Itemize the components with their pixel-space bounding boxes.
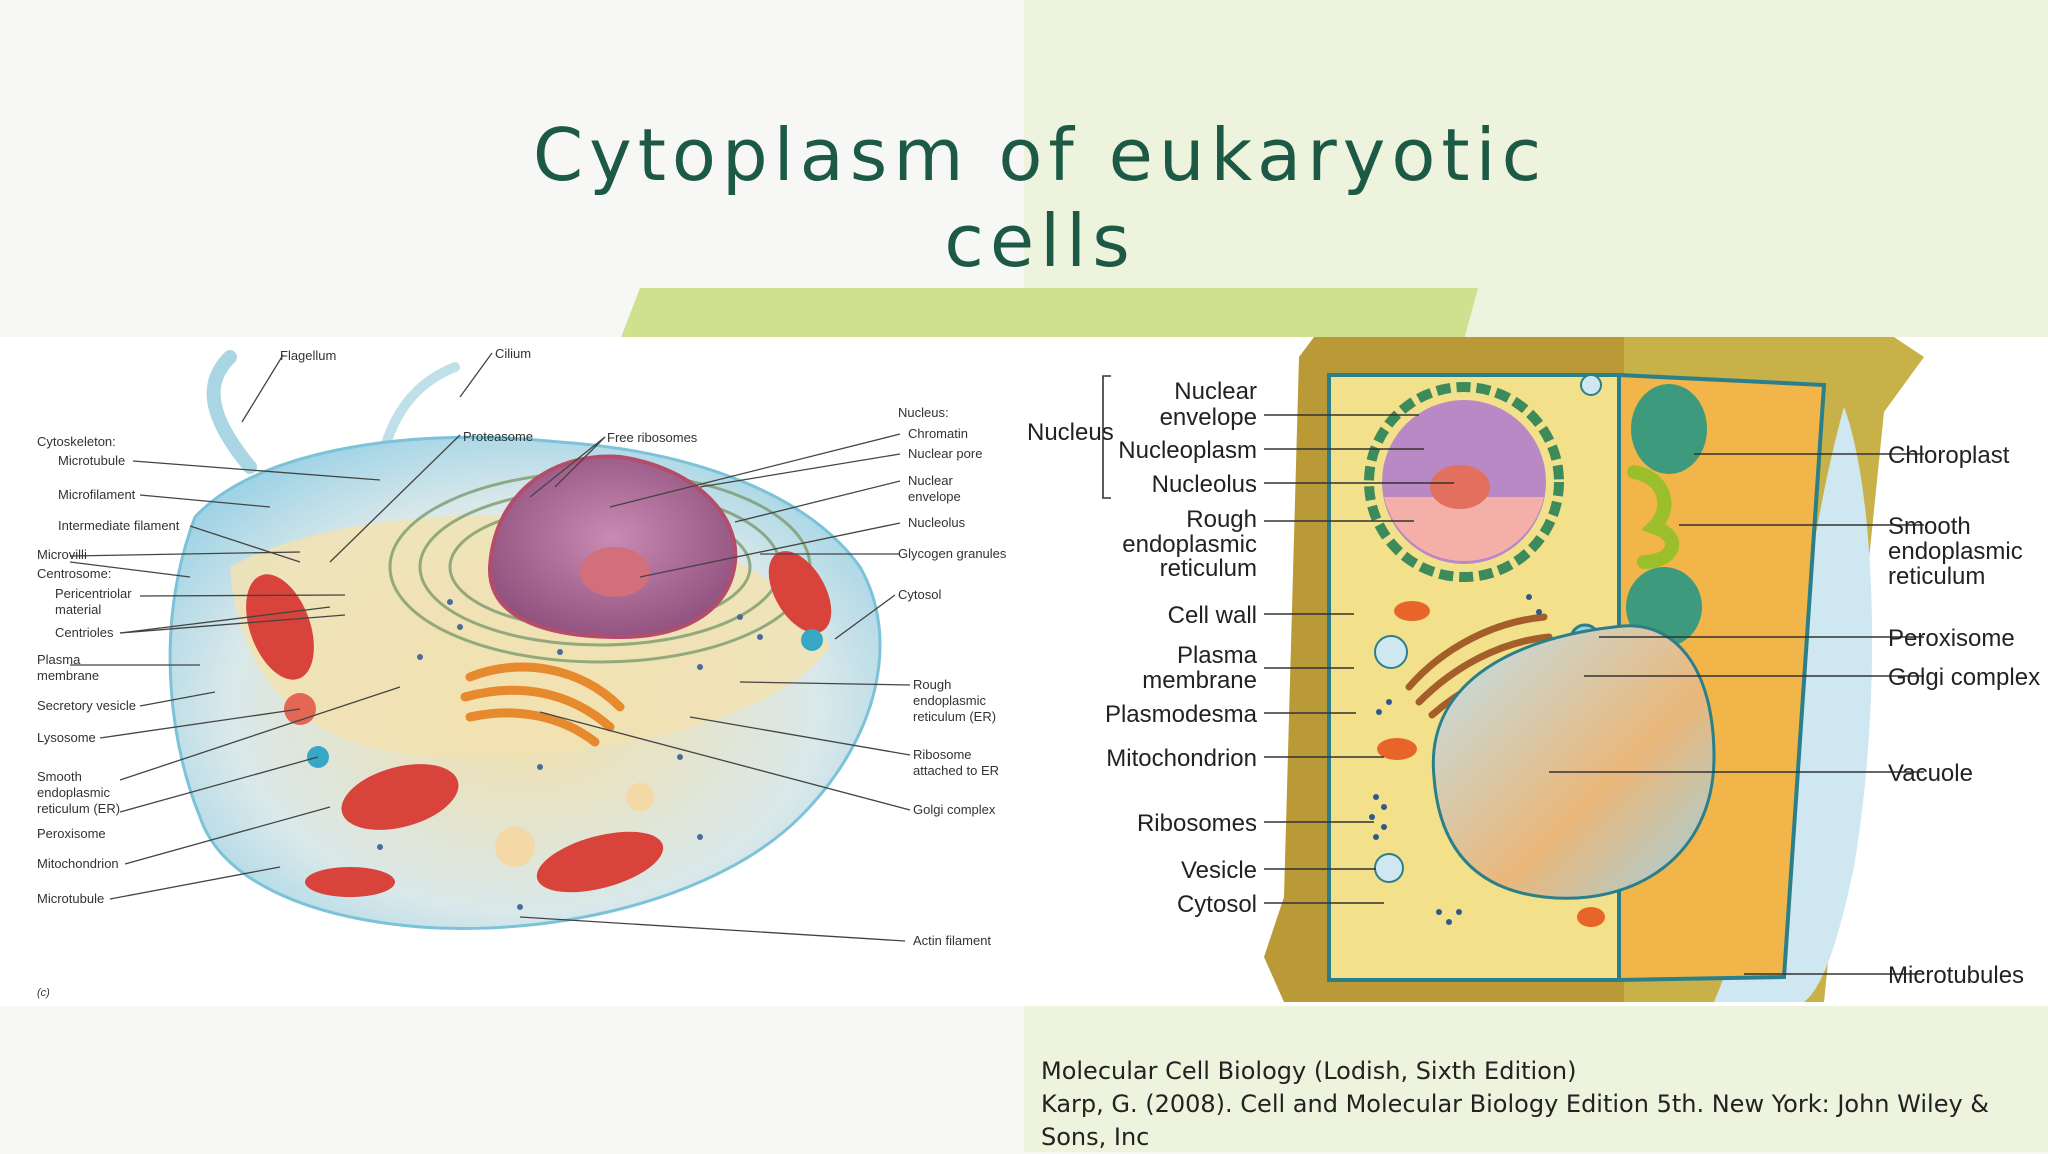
- plant-label-golgi-complex: Golgi complex: [1888, 664, 2040, 691]
- animal-nucleus-shape: [487, 454, 738, 640]
- plant-mito-shape-2: [1377, 738, 1417, 760]
- citation-line-2: Karp, G. (2008). Cell and Molecular Biol…: [1041, 1090, 1989, 1151]
- label-microtubule-bottom: Microtubule: [37, 891, 104, 906]
- plant-nucleus-shape: [1364, 382, 1564, 582]
- label-golgi-complex: Golgi complex: [913, 802, 996, 817]
- vacuole-shape: [1431, 624, 1716, 900]
- animal-leader-lines: [69, 352, 911, 942]
- ribosome-dots: [377, 599, 763, 910]
- label-nucleolus: Nucleolus: [908, 515, 966, 530]
- chloroplast-shape-1: [1631, 384, 1707, 474]
- label-nuclear-pore: Nuclear pore: [908, 446, 982, 461]
- accent-stripe: [620, 288, 1478, 340]
- label-intermediate-filament: Intermediate filament: [58, 518, 180, 533]
- plant-smooth-er-shape: [1627, 465, 1680, 569]
- label-free-ribosomes: Free ribosomes: [607, 430, 698, 445]
- plant-label-vacuole: Vacuole: [1888, 760, 1973, 787]
- label-smooth-er-2: endoplasmic: [37, 785, 110, 800]
- plant-mito-shape-3: [1577, 907, 1605, 927]
- cilium-shape: [380, 362, 460, 452]
- label-microtubule-top: Microtubule: [58, 453, 125, 468]
- plant-label-ribosomes: Ribosomes: [1137, 810, 1257, 837]
- mito-shape-3: [768, 551, 832, 633]
- label-mitochondrion: Mitochondrion: [37, 856, 119, 871]
- plant-label-plasma-membrane-2: membrane: [1142, 667, 1257, 694]
- plant-label-nuclear-envelope-1: Nuclear: [1174, 378, 1257, 405]
- plant-leader-lines: [1102, 375, 1924, 975]
- mito-shape-5: [305, 867, 395, 897]
- label-lysosome: Lysosome: [37, 730, 96, 745]
- plant-label-smooth-er-2: endoplasmic: [1888, 538, 2023, 565]
- plant-label-chloroplast: Chloroplast: [1888, 442, 2010, 469]
- label-flagellum: Flagellum: [280, 348, 336, 363]
- plant-cell-figure: Nucleus Nuclear envelope Nucleoplasm Nuc…: [1024, 337, 2048, 1006]
- plant-label-rough-er-1: Rough: [1186, 506, 1257, 533]
- label-rough-er-3: reticulum (ER): [913, 709, 996, 724]
- label-pericentriolar-2: material: [55, 602, 101, 617]
- plant-label-plasma-membrane-1: Plasma: [1177, 642, 1258, 669]
- plant-label-smooth-er-3: reticulum: [1888, 563, 1985, 590]
- plant-label-plasmodesma: Plasmodesma: [1105, 701, 1258, 728]
- label-nucleus: Nucleus:: [898, 405, 949, 420]
- plant-label-nucleoplasm: Nucleoplasm: [1118, 437, 1257, 464]
- slide-title: Cytoplasm of eukaryotic cells: [500, 112, 1580, 284]
- golgi-shape: [460, 662, 625, 747]
- label-cytoskeleton: Cytoskeleton:: [37, 434, 116, 449]
- plant-ribosome-dots: [1369, 594, 1542, 925]
- plant-label-smooth-er-1: Smooth: [1888, 513, 1971, 540]
- label-cilium: Cilium: [495, 346, 531, 361]
- plant-vesicle-shape-2: [1374, 853, 1404, 883]
- plant-label-peroxisome: Peroxisome: [1888, 625, 2015, 652]
- label-peroxisome: Peroxisome: [37, 826, 106, 841]
- label-rough-er-1: Rough: [913, 677, 951, 692]
- animal-cell-figure: Flagellum Cilium Cytoskeleton: Microtubu…: [0, 337, 1024, 1006]
- plant-label-nuclear-envelope-2: envelope: [1160, 404, 1257, 431]
- label-panel-letter: (c): [37, 987, 50, 999]
- plant-nucleolus-shape: [1430, 465, 1490, 509]
- label-rough-er-2: endoplasmic: [913, 693, 986, 708]
- plant-label-microtubules: Microtubules: [1888, 962, 2024, 989]
- plant-vesicle-shape-1: [1374, 635, 1408, 669]
- mito-shape-4: [536, 831, 664, 893]
- label-smooth-er-3: reticulum (ER): [37, 801, 120, 816]
- plant-label-nucleus: Nucleus: [1027, 419, 1114, 446]
- label-smooth-er-1: Smooth: [37, 769, 82, 784]
- label-glycogen-granules: Glycogen granules: [898, 546, 1007, 561]
- mito-shape-1: [246, 574, 314, 680]
- label-centrosome: Centrosome:: [37, 566, 111, 581]
- label-pericentriolar-1: Pericentriolar: [55, 586, 132, 601]
- plant-mito-shape-1: [1394, 601, 1430, 621]
- animal-nucleolus-shape: [580, 547, 650, 597]
- citations: Molecular Cell Biology (Lodish, Sixth Ed…: [1041, 1055, 2048, 1154]
- label-secretory-vesicle: Secretory vesicle: [37, 698, 136, 713]
- plant-label-nucleolus: Nucleolus: [1152, 471, 1257, 498]
- title-line-2: cells: [944, 199, 1136, 283]
- title-line-1: Cytoplasm of eukaryotic: [532, 113, 1548, 197]
- label-nuclear-envelope-1: Nuclear: [908, 473, 953, 488]
- label-ribosome-er-1: Ribosome: [913, 747, 972, 762]
- label-ribosome-er-2: attached to ER: [913, 763, 999, 778]
- label-plasma-membrane-1: Plasma: [37, 652, 81, 667]
- plant-label-vesicle: Vesicle: [1181, 857, 1257, 884]
- citation-line-1: Molecular Cell Biology (Lodish, Sixth Ed…: [1041, 1057, 1577, 1085]
- label-nuclear-envelope-2: envelope: [908, 489, 961, 504]
- label-plasma-membrane-2: membrane: [37, 668, 99, 683]
- vesicle-shape: [801, 629, 823, 651]
- plant-label-rough-er-2: endoplasmic: [1122, 531, 1257, 558]
- plant-label-cell-wall: Cell wall: [1168, 602, 1257, 629]
- label-cytosol: Cytosol: [898, 587, 941, 602]
- label-microfilament: Microfilament: [58, 487, 136, 502]
- label-actin-filament: Actin filament: [913, 933, 991, 948]
- plant-label-mitochondrion: Mitochondrion: [1106, 745, 1257, 772]
- label-chromatin: Chromatin: [908, 426, 968, 441]
- flagellum-shape: [206, 350, 257, 474]
- label-proteasome: Proteasome: [463, 429, 533, 444]
- label-microvilli: Microvilli: [37, 547, 87, 562]
- mito-shape-2: [341, 764, 459, 830]
- plant-label-rough-er-3: reticulum: [1160, 555, 1257, 582]
- label-centrioles: Centrioles: [55, 625, 114, 640]
- plant-label-cytosol: Cytosol: [1177, 891, 1257, 918]
